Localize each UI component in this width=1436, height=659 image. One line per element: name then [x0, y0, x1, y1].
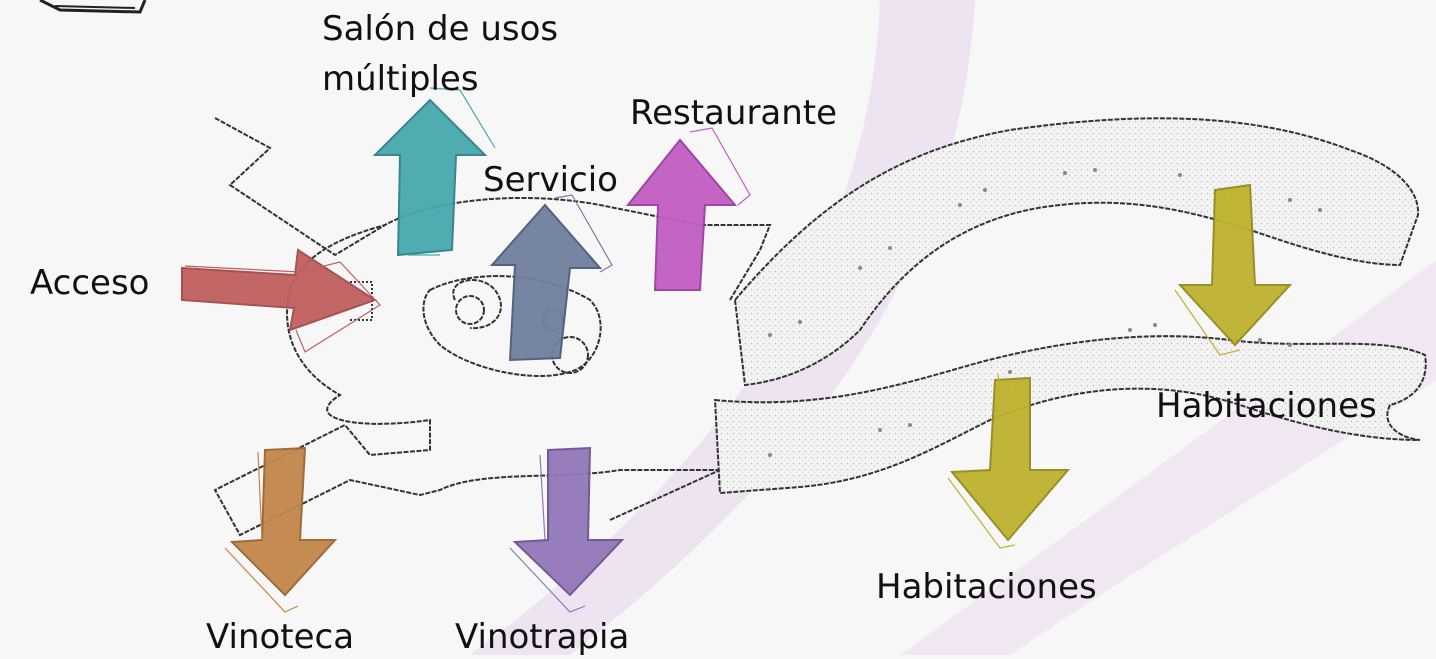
salon-arrow	[372, 87, 496, 257]
servicio-arrow	[489, 194, 613, 362]
label-acceso: Acceso	[30, 263, 149, 303]
label-habitaciones-bottom: Habitaciones	[876, 567, 1097, 607]
restaurante-arrow	[625, 127, 751, 291]
label-vinotrapia: Vinotrapia	[455, 617, 629, 655]
habitaciones-arrow-lower	[947, 373, 1071, 549]
label-vinoteca: Vinoteca	[206, 617, 354, 655]
label-habitaciones-right: Habitaciones	[1156, 386, 1377, 426]
acceso-arrow	[181, 248, 381, 353]
background-swoosh	[470, 0, 1436, 655]
label-restaurante: Restaurante	[630, 93, 837, 133]
vinoteca-arrow	[224, 446, 338, 613]
label-salon-line1: Salón de usos	[322, 9, 558, 49]
vinotrapia-arrow	[509, 446, 625, 613]
label-salon-line2: múltiples	[322, 59, 479, 99]
label-servicio: Servicio	[483, 160, 618, 200]
habitaciones-arrow-upper	[1174, 183, 1293, 356]
logo-fragment	[39, 0, 147, 14]
